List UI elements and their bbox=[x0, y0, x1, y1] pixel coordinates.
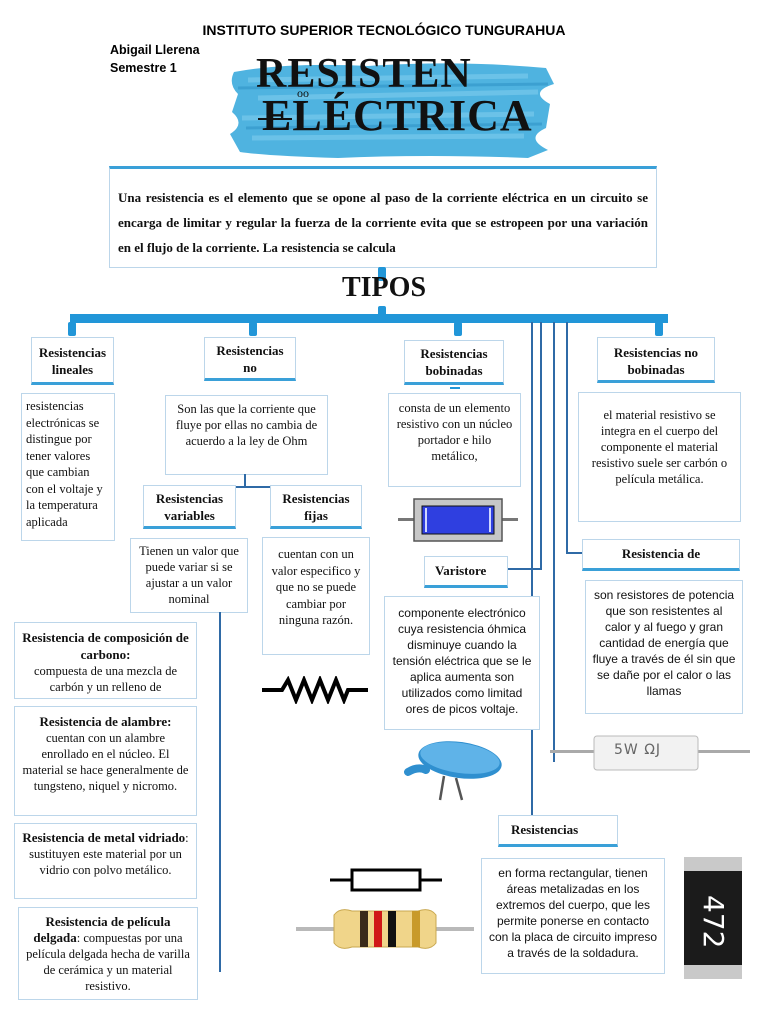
varistore-title-box: Varistore bbox=[424, 556, 508, 588]
potencia-body: son resistores de potencia que son resis… bbox=[592, 588, 736, 698]
no-bobinadas-body: el material resistivo se integra en el c… bbox=[591, 408, 728, 486]
connector-line bbox=[540, 322, 542, 570]
varistor-image bbox=[400, 736, 510, 802]
pelicula-body: : compuestas por una película delgada he… bbox=[26, 931, 190, 993]
bobinadas-body-box: consta de un elemento resistivo con un n… bbox=[388, 393, 521, 487]
connector-knob bbox=[454, 322, 462, 336]
banner-title-line1: RESISTEN bbox=[256, 51, 472, 97]
tipos-connector-bar bbox=[70, 314, 668, 323]
banner-strike bbox=[258, 118, 292, 120]
potencia-title: Resistencia de bbox=[621, 546, 701, 561]
carbono-title: Resistencia de composición de carbono: bbox=[22, 630, 189, 662]
varistore-body: componente electrónico cuya resistencia … bbox=[392, 606, 532, 716]
banner-brush bbox=[228, 58, 558, 162]
banner-title-small: oo bbox=[297, 86, 309, 100]
ceramic-resistor-label: 5W ΩJ bbox=[614, 742, 662, 758]
no-bobinadas-body-box: el material resistivo se integra en el c… bbox=[578, 392, 741, 522]
potencia-title-box: Resistencia de bbox=[582, 539, 740, 571]
metal-vidriado-text: Resistencia de metal vidriado: sustituye… bbox=[21, 830, 190, 878]
connector-line bbox=[566, 552, 582, 554]
connector-line bbox=[531, 322, 533, 822]
no-lineales-body-box: Son las que la corriente que fluye por e… bbox=[165, 395, 328, 475]
bobinadas-title: Resistencias bobinadas bbox=[420, 346, 488, 378]
definition-box: Una resistencia es el elemento que se op… bbox=[109, 166, 657, 268]
color-band-resistor-image bbox=[296, 905, 474, 953]
fijas-body-box: cuentan con un valor especifico y que no… bbox=[262, 537, 370, 655]
no-lineales-body: Son las que la corriente que fluye por e… bbox=[175, 402, 318, 448]
smd-chip-label: 472 bbox=[697, 895, 730, 949]
ceramic-resistor-image: 5W ΩJ bbox=[550, 730, 750, 778]
no-lineales-title-box: Resistencias no bbox=[204, 337, 296, 381]
metal-vidriado-body: : sustituyen este material por un vidrio… bbox=[29, 831, 189, 877]
smd-body: en forma rectangular, tienen áreas metal… bbox=[488, 866, 658, 960]
bobinadas-body: consta de un elemento resistivo con un n… bbox=[396, 401, 513, 463]
no-bobinadas-title-box: Resistencias no bobinadas bbox=[597, 337, 715, 383]
no-lineales-title: Resistencias no bbox=[216, 343, 284, 375]
carbono-box: Resistencia de composición de carbono: c… bbox=[14, 622, 197, 699]
carbono-body: compuesta de una mezcla de carbón y un r… bbox=[34, 664, 177, 694]
alambre-body: cuentan con un alambre enrollado en el n… bbox=[22, 731, 189, 793]
varistore-body-box: componente electrónico cuya resistencia … bbox=[384, 596, 540, 730]
potencia-body-box: son resistores de potencia que son resis… bbox=[585, 580, 743, 714]
metal-vidriado-title: Resistencia de metal vidriado bbox=[22, 830, 186, 845]
variables-title: Resistencias variables bbox=[155, 491, 224, 523]
lineales-body: resistencias electrónicas se distingue p… bbox=[26, 399, 103, 529]
smd-chip-image: 472 bbox=[684, 857, 742, 979]
connector-knob bbox=[378, 306, 386, 320]
connector-knob bbox=[249, 322, 257, 336]
fijas-title: Resistencias fijas bbox=[282, 491, 350, 523]
no-bobinadas-title: Resistencias no bobinadas bbox=[613, 345, 699, 377]
fijas-body: cuentan con un valor especifico y que no… bbox=[271, 547, 361, 627]
lineales-body-box: resistencias electrónicas se distingue p… bbox=[21, 393, 115, 541]
connector-line bbox=[566, 322, 568, 554]
semester-label: Semestre 1 bbox=[110, 61, 177, 75]
connector-line bbox=[219, 612, 221, 972]
connector-knob bbox=[378, 267, 386, 281]
pelicula-title: Resistencia de película delgada bbox=[33, 914, 171, 945]
smd-title-box: Resistencias bbox=[498, 815, 618, 847]
smd-body-box: en forma rectangular, tienen áreas metal… bbox=[481, 858, 665, 974]
connector-line bbox=[553, 322, 555, 762]
alambre-box: Resistencia de alambre: cuentan con un a… bbox=[14, 706, 197, 816]
fijas-title-box: Resistencias fijas bbox=[270, 485, 362, 529]
pelicula-box: Resistencia de película delgada: compues… bbox=[18, 907, 198, 1000]
lineales-title-box: Resistencias lineales bbox=[31, 337, 114, 385]
connector-line bbox=[506, 568, 542, 570]
wirewound-resistor-image bbox=[396, 493, 520, 548]
variables-body-box: Tienen un valor que puede variar si se a… bbox=[130, 538, 248, 613]
variables-title-box: Resistencias variables bbox=[143, 485, 236, 529]
connector-knob bbox=[655, 322, 663, 336]
variables-body: Tienen un valor que puede variar si se a… bbox=[139, 544, 239, 606]
pelicula-text: Resistencia de película delgada: compues… bbox=[25, 914, 191, 994]
banner-title-line2: ELÉCTRICA bbox=[262, 91, 533, 140]
definition-text: Una resistencia es el elemento que se op… bbox=[118, 190, 648, 255]
zigzag-resistor-symbol bbox=[262, 674, 368, 706]
smd-title: Resistencias bbox=[511, 822, 579, 837]
connector-dash bbox=[450, 387, 460, 389]
connector-line bbox=[244, 474, 246, 488]
lineales-title: Resistencias lineales bbox=[38, 345, 107, 377]
alambre-title: Resistencia de alambre: bbox=[39, 714, 172, 729]
metal-vidriado-box: Resistencia de metal vidriado: sustituye… bbox=[14, 823, 197, 899]
tipos-heading: TIPOS bbox=[341, 272, 427, 303]
connector-knob bbox=[68, 322, 76, 336]
bobinadas-title-box: Resistencias bobinadas bbox=[404, 340, 504, 385]
author-name: Abigail Llerena bbox=[110, 43, 200, 57]
varistore-title: Varistore bbox=[435, 563, 487, 578]
box-resistor-symbol bbox=[330, 866, 442, 894]
institution-title: INSTITUTO SUPERIOR TECNOLÓGICO TUNGURAHU… bbox=[202, 22, 566, 38]
